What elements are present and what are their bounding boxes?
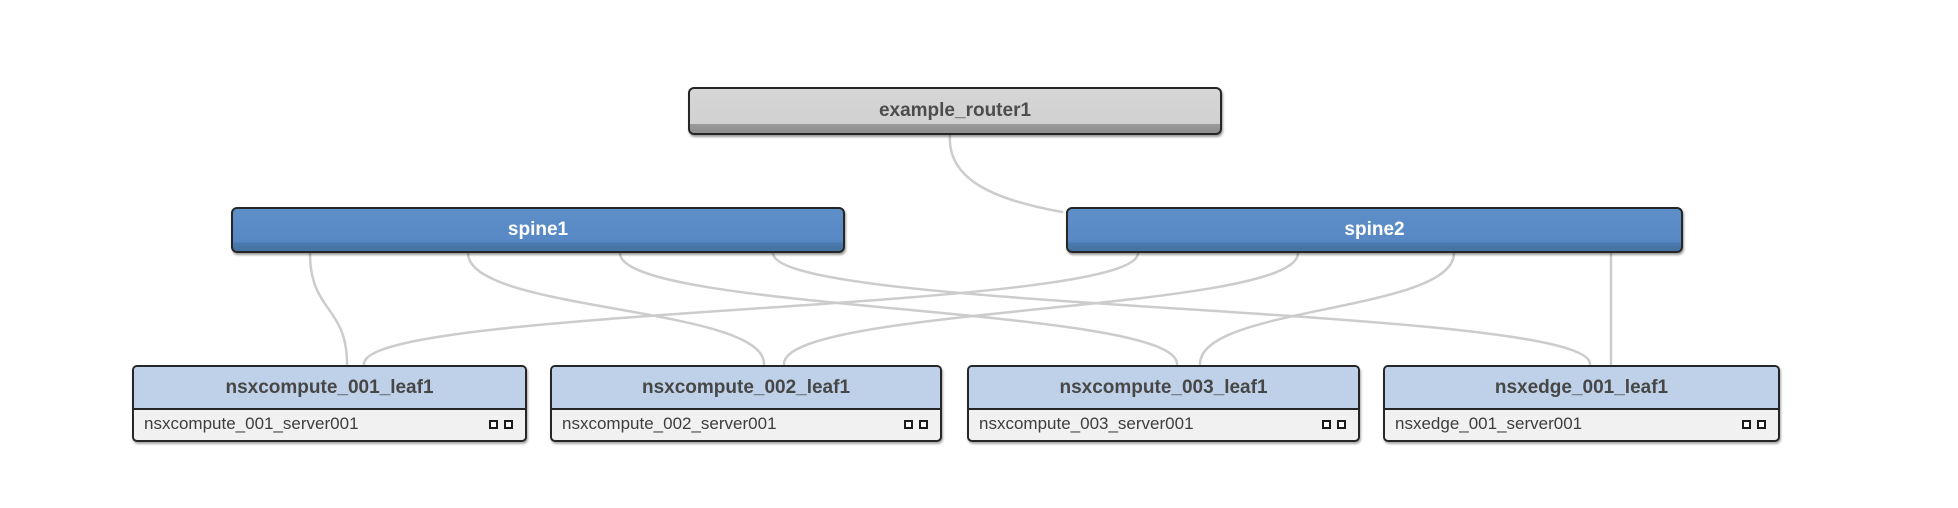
server-label: nsxedge_001_server001 bbox=[1395, 414, 1583, 433]
server-label: nsxcompute_001_server001 bbox=[144, 414, 359, 433]
edge-spine2-nsxcompute_001_leaf1 bbox=[362, 251, 1140, 366]
spine-label: spine2 bbox=[1344, 219, 1405, 240]
server-row[interactable]: nsxcompute_001_server001 bbox=[134, 410, 525, 438]
server-row[interactable]: nsxcompute_002_server001 bbox=[552, 410, 940, 438]
port-icon bbox=[489, 419, 498, 429]
server-ports bbox=[1322, 419, 1346, 429]
port-icon bbox=[919, 419, 928, 429]
leaf-label: nsxcompute_003_leaf1 bbox=[1059, 376, 1268, 398]
leaf-header: nsxcompute_003_leaf1 bbox=[969, 367, 1358, 410]
server-ports bbox=[1742, 419, 1766, 429]
server-label: nsxcompute_002_server001 bbox=[562, 414, 777, 433]
port-icon bbox=[504, 419, 513, 429]
port-icon bbox=[1742, 419, 1751, 429]
edge-example_router1-spine2 bbox=[948, 133, 1064, 214]
port-icon bbox=[1757, 419, 1766, 429]
edge-spine1-nsxcompute_002_leaf1 bbox=[466, 251, 766, 366]
edge-spine1-nsxcompute_003_leaf1 bbox=[618, 251, 1179, 366]
leaf-header: nsxcompute_001_leaf1 bbox=[134, 367, 525, 410]
server-row[interactable]: nsxedge_001_server001 bbox=[1385, 410, 1778, 438]
leaf-header: nsxedge_001_leaf1 bbox=[1385, 367, 1778, 410]
leaf-label: nsxcompute_002_leaf1 bbox=[641, 376, 851, 398]
router-label: example_router1 bbox=[878, 100, 1032, 121]
edge-spine2-nsxcompute_002_leaf1 bbox=[782, 251, 1300, 366]
server-label: nsxcompute_003_server001 bbox=[979, 414, 1194, 433]
port-icon bbox=[1322, 419, 1331, 429]
port-icon bbox=[1337, 419, 1346, 429]
spine-label: spine1 bbox=[507, 219, 569, 240]
leaf-label: nsxcompute_001_leaf1 bbox=[225, 376, 434, 398]
server-row[interactable]: nsxcompute_003_server001 bbox=[969, 410, 1358, 438]
edge-spine1-nsxcompute_001_leaf1 bbox=[308, 251, 349, 366]
node-nsxcompute-001-leaf1[interactable]: nsxcompute_001_leaf1 nsxcompute_001_serv… bbox=[132, 365, 527, 442]
server-ports bbox=[489, 419, 513, 429]
port-icon bbox=[904, 419, 913, 429]
edge-spine2-nsxcompute_003_leaf1 bbox=[1198, 251, 1456, 366]
edge-spine1-nsxedge_001_leaf1 bbox=[771, 251, 1592, 366]
node-nsxedge-001-leaf1[interactable]: nsxedge_001_leaf1 nsxedge_001_server001 bbox=[1383, 365, 1780, 442]
leaf-header: nsxcompute_002_leaf1 bbox=[552, 367, 940, 410]
leaf-label: nsxedge_001_leaf1 bbox=[1494, 376, 1669, 398]
node-spine2[interactable]: spine2 bbox=[1066, 207, 1683, 253]
node-nsxcompute-002-leaf1[interactable]: nsxcompute_002_leaf1 nsxcompute_002_serv… bbox=[550, 365, 942, 442]
node-example-router1[interactable]: example_router1 bbox=[688, 87, 1222, 135]
node-spine1[interactable]: spine1 bbox=[231, 207, 845, 253]
node-nsxcompute-003-leaf1[interactable]: nsxcompute_003_leaf1 nsxcompute_003_serv… bbox=[967, 365, 1360, 442]
server-ports bbox=[904, 419, 928, 429]
